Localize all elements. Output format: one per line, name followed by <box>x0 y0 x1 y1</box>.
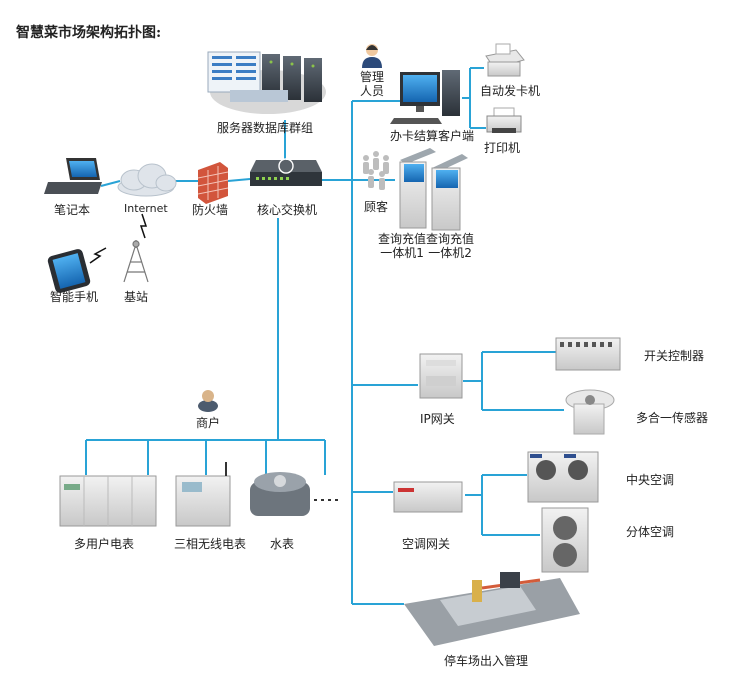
label-merchant: 商户 <box>196 416 221 430</box>
label-smartphone: 智能手机 <box>50 290 99 304</box>
label-parking: 停车场出入管理 <box>444 654 529 668</box>
ip-gateway-icon <box>419 353 463 399</box>
label-multi-meter: 多用户电表 <box>74 537 135 551</box>
label-ip-gateway: IP网关 <box>420 412 455 426</box>
server-cluster-icon <box>207 51 326 114</box>
smartphone-icon <box>47 249 91 293</box>
label-laptop: 笔记本 <box>54 203 91 217</box>
multi-sensor-icon <box>565 389 615 435</box>
label-printer: 打印机 <box>484 141 521 155</box>
parking-icon <box>404 572 580 646</box>
kiosk-1-icon <box>399 148 436 229</box>
label-multi-sensor: 多合一传感器 <box>636 411 709 425</box>
water-meter-icon <box>250 472 310 516</box>
label-switch-controller: 开关控制器 <box>644 349 705 363</box>
label-ac-gateway: 空调网关 <box>402 537 451 551</box>
label-split-ac: 分体空调 <box>626 525 675 539</box>
split-ac-icon <box>541 507 589 573</box>
base-station-icon <box>123 240 149 283</box>
merchant-person-icon <box>198 390 218 412</box>
ac-gateway-icon <box>393 481 463 513</box>
customers-icon <box>363 151 389 190</box>
printer-icon <box>486 107 522 133</box>
internet-cloud-icon <box>117 163 177 197</box>
kiosk-2-icon <box>431 154 468 231</box>
wireless-signal-tower <box>139 213 148 239</box>
multi-user-meter-icon <box>59 475 157 527</box>
laptop-icon <box>44 158 102 194</box>
admin-person-icon <box>362 44 382 68</box>
label-firewall: 防火墙 <box>192 203 229 217</box>
core-switch-icon <box>250 158 322 186</box>
label-base-station: 基站 <box>124 290 149 304</box>
label-water-meter: 水表 <box>270 537 295 551</box>
label-kiosk-2: 查询充值 一体机2 <box>426 232 475 260</box>
wireless-signal-phone <box>89 247 107 264</box>
label-card-client: 办卡结算客户端 <box>390 129 475 143</box>
label-customer: 顾客 <box>364 200 389 214</box>
diagram-title: 智慧菜市场架构拓扑图: <box>16 25 162 41</box>
card-issuer-icon <box>485 43 525 77</box>
connection-lines <box>85 67 564 605</box>
central-ac-icon <box>527 451 599 503</box>
card-client-pc-icon <box>390 70 460 124</box>
label-core-switch: 核心交换机 <box>257 203 318 217</box>
firewall-icon <box>197 162 229 204</box>
switch-controller-icon <box>555 337 621 371</box>
label-card-issuer: 自动发卡机 <box>480 84 541 98</box>
label-internet: Internet <box>124 202 168 215</box>
wireless-meter-icon <box>175 462 231 527</box>
label-central-ac: 中央空调 <box>626 473 675 487</box>
label-admin: 管理 人员 <box>360 70 385 98</box>
label-wireless-meter: 三相无线电表 <box>174 537 247 551</box>
label-server-cluster: 服务器数据库群组 <box>217 121 314 135</box>
label-kiosk-1: 查询充值 一体机1 <box>378 232 427 260</box>
